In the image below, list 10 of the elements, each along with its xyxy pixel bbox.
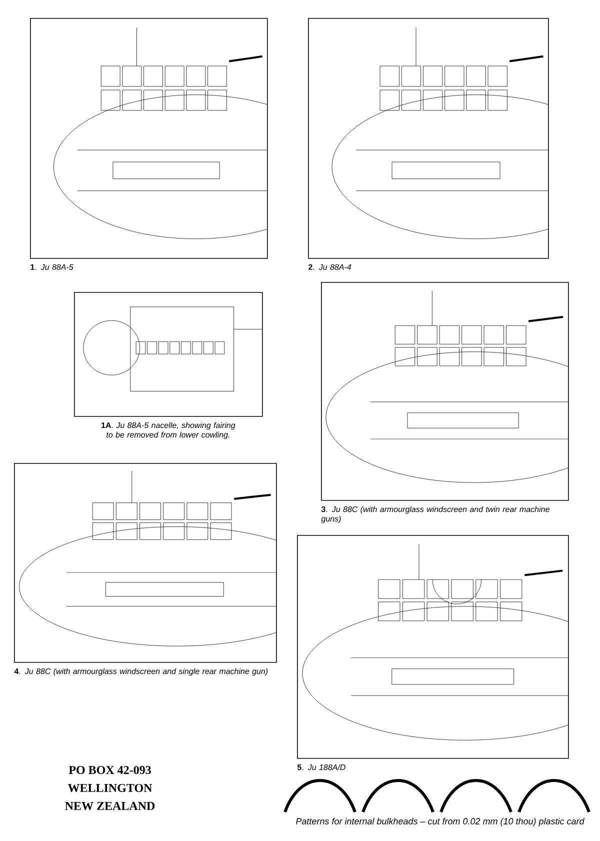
figure-caption: 4. Ju 88C (with armourglass windscreen and single rear machine gun) [14, 668, 268, 676]
note: Patterns for internal bulkheads – cut from 0.02 mm (10 thou) plastic card [296, 818, 585, 826]
figure-caption: 5. Ju 188A/D [297, 764, 346, 770]
figure-caption: 3. Ju 88C (with armourglass windscreen and twin rear machine guns) [321, 506, 550, 524]
address-line: WELLINGTON [68, 784, 152, 792]
figure-caption: 1. Ju 88A-5 [30, 264, 74, 270]
figure-caption: 1A. Ju 88A-5 nacelle, showing fairing to be removed from lower cowling. [102, 422, 236, 440]
address-line: NEW ZEALAND [65, 802, 155, 810]
figure-caption: 2. Ju 88A-4 [308, 264, 352, 270]
address-line: PO BOX 42-093 [68, 766, 151, 774]
